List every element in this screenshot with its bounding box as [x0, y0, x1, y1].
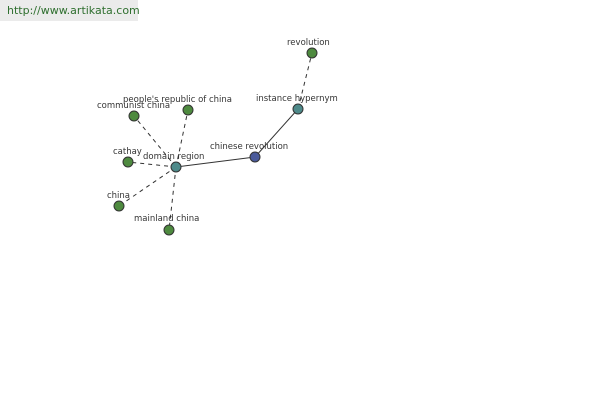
node-label-peoples-republic-of-china[interactable]: people's republic of china [123, 95, 232, 105]
node-label-communist-china[interactable]: communist china [97, 101, 170, 111]
edge-domain-region-to-mainland-china [168, 166, 177, 231]
edge-domain-region-to-china [118, 166, 177, 207]
edges-layer [118, 52, 313, 231]
edge-domain-region-to-peoples-republic-of-china [175, 109, 189, 168]
nodes-layer: revolution instance hypernym chinese revol… [97, 38, 338, 236]
node-domain-region[interactable] [170, 161, 182, 173]
source-url-link[interactable]: http://www.artikata.com [0, 0, 140, 21]
node-chinese-revolution[interactable] [249, 151, 261, 163]
node-label-cathay[interactable]: cathay [113, 147, 142, 157]
node-mainland-china[interactable] [163, 224, 175, 236]
node-instance-hypernym[interactable] [292, 103, 304, 115]
edge-instance-hypernym-to-revolution [297, 52, 313, 110]
edge-domain-region-to-cathay [127, 161, 177, 168]
node-communist-china[interactable] [128, 110, 140, 122]
node-cathay[interactable] [122, 156, 134, 168]
edge-chinese-revolution-to-instance-hypernym [254, 108, 299, 158]
node-peoples-republic-of-china[interactable] [182, 104, 194, 116]
node-revolution[interactable] [306, 47, 318, 59]
edge-domain-region-to-communist-china [133, 115, 177, 168]
node-label-instance-hypernym[interactable]: instance hypernym [256, 94, 338, 104]
node-label-mainland-china[interactable]: mainland china [134, 214, 199, 224]
node-label-china[interactable]: china [107, 191, 130, 201]
node-china[interactable] [113, 200, 125, 212]
node-label-chinese-revolution[interactable]: chinese revolution [210, 142, 288, 152]
edge-chinese-revolution-to-domain-region [175, 156, 256, 168]
node-label-revolution[interactable]: revolution [287, 38, 330, 48]
node-label-domain-region[interactable]: domain region [143, 152, 204, 162]
